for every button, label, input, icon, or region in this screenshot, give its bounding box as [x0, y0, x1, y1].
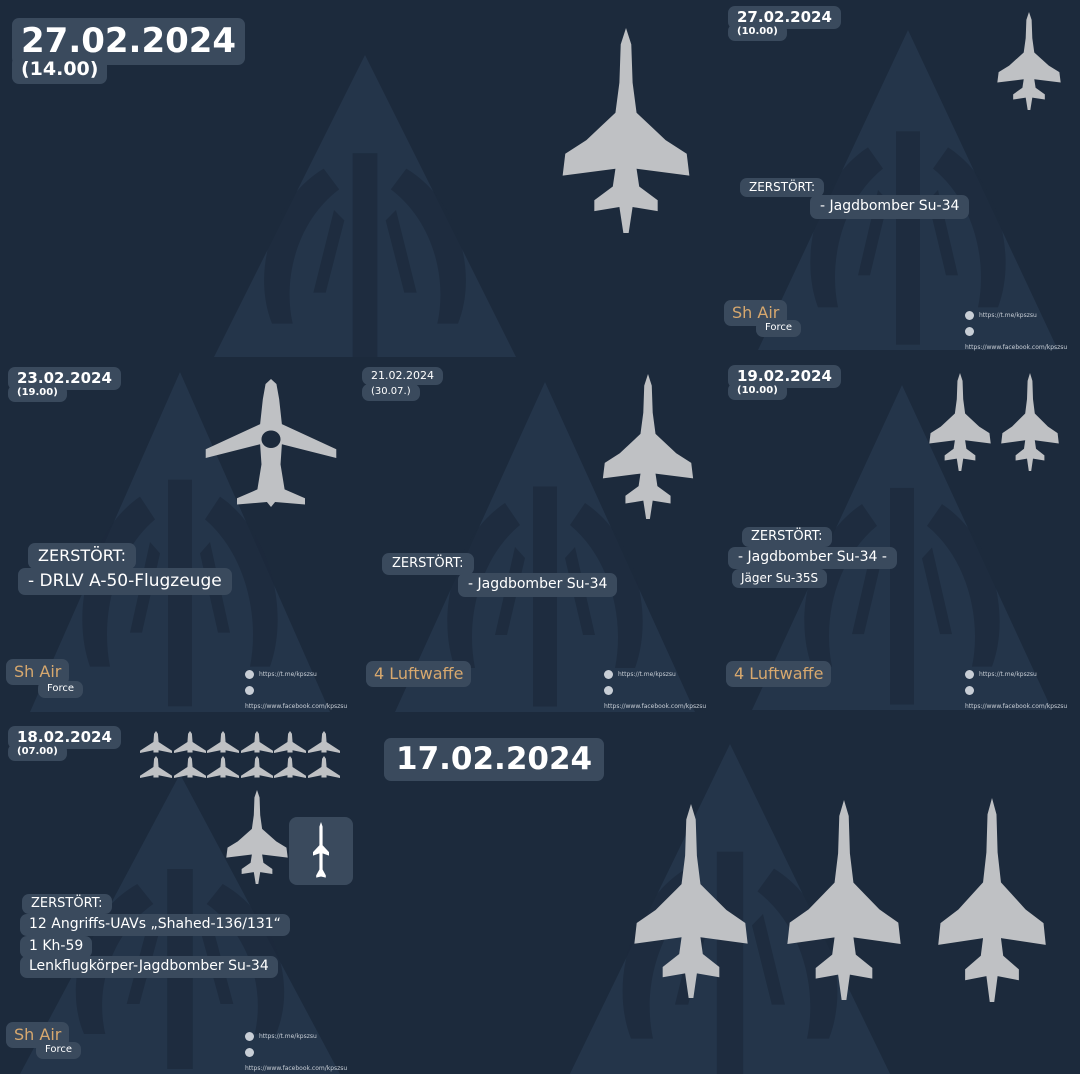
brand-bottom: Force — [38, 681, 84, 698]
fighter-jet-icon — [1001, 373, 1059, 471]
destroyed-item: 12 Angriffs-UAVs „Shahed-136/131“ — [20, 914, 290, 936]
shahed-drone-icon — [207, 756, 239, 778]
facebook-icon — [245, 1048, 254, 1057]
telegram-link[interactable]: https://t.me/kpszsu — [979, 312, 1037, 319]
time-badge: (10.00) — [728, 24, 787, 41]
panel-23-02: 23.02.2024 (19.00) ZERSTÖRT: - DRLV A-50… — [0, 357, 360, 714]
facebook-icon — [245, 686, 254, 695]
brand-bottom: Force — [36, 1042, 82, 1059]
shahed-drone-icon — [240, 731, 273, 753]
facebook-link[interactable]: https://www.facebook.com/kpszsu — [245, 703, 348, 710]
telegram-icon — [965, 670, 974, 679]
date-badge: 23.02.2024 — [8, 367, 121, 390]
brand-top: 4 Luftwaffe — [366, 661, 472, 687]
destroyed-label: ZERSTÖRT: — [22, 894, 112, 915]
time-badge: (14.00) — [12, 56, 108, 84]
time-badge: (19.00) — [8, 385, 67, 402]
shahed-drone-icon — [207, 731, 239, 753]
shahed-drone-icon — [173, 756, 206, 778]
shahed-drone-icon — [140, 756, 172, 778]
social-links: https://t.me/kpszsu https://www.facebook… — [245, 667, 360, 714]
panel-21-02: 21.02.2024 (30.07.) ZERSTÖRT: - Jagdbomb… — [360, 357, 720, 714]
shahed-drone-icon — [140, 731, 172, 753]
shahed-drone-icon — [173, 731, 206, 753]
cruise-missile-icon — [313, 822, 329, 878]
missile-box — [289, 817, 353, 885]
shahed-drone-icon — [307, 756, 340, 778]
date-badge: 19.02.2024 — [728, 365, 841, 388]
air-force-emblem-watermark — [210, 55, 520, 357]
destroyed-item: - Jagdbomber Su-34 — [458, 573, 618, 597]
date-badge: 21.02.2024 — [362, 367, 443, 385]
time-badge: (30.07.) — [362, 384, 420, 401]
destroyed-item: - Jagdbomber Su-34 — [810, 195, 970, 219]
telegram-link[interactable]: https://t.me/kpszsu — [259, 671, 317, 678]
fighter-jet-icon — [562, 28, 690, 233]
facebook-icon — [965, 686, 974, 695]
brand-bottom: Force — [756, 320, 802, 337]
destroyed-item: 1 Kh-59 — [20, 936, 93, 958]
destroyed-item: - DRLV A-50-Flugzeuge — [18, 568, 232, 596]
destroyed-label: ZERSTÖRT: — [382, 553, 474, 576]
fighter-jet-icon — [938, 798, 1046, 1002]
fighter-jet-icon — [787, 800, 901, 1000]
telegram-icon — [245, 1032, 254, 1041]
telegram-icon — [604, 670, 613, 679]
date-badge: 17.02.2024 — [384, 738, 605, 781]
shahed-drone-icon — [274, 756, 306, 778]
panel-17-02: 17.02.2024 — [360, 714, 1080, 1074]
shahed-drone-icon — [240, 756, 273, 778]
time-badge: (07.00) — [8, 744, 67, 761]
telegram-link[interactable]: https://t.me/kpszsu — [618, 671, 676, 678]
brand-top: 4 Luftwaffe — [726, 661, 832, 687]
shahed-drone-icon — [274, 731, 306, 753]
social-links: https://t.me/kpszsu https://www.facebook… — [604, 667, 720, 714]
facebook-link[interactable]: https://www.facebook.com/kpszsu — [965, 344, 1068, 351]
destroyed-item: Lenkflugkörper-Jagdbomber Su-34 — [20, 956, 278, 978]
time-badge: (10.00) — [728, 383, 787, 400]
destroyed-label: ZERSTÖRT: — [740, 178, 825, 197]
telegram-icon — [965, 311, 974, 320]
telegram-link[interactable]: https://t.me/kpszsu — [259, 1033, 317, 1040]
date-badge: 27.02.2024 — [728, 6, 841, 29]
brand-top: Sh Air — [724, 300, 788, 326]
panel-18-02: 18.02.2024 (07.00) ZERSTÖRT: 12 Angriffs… — [0, 714, 360, 1074]
social-links: https://t.me/kpszsu https://www.facebook… — [965, 308, 1080, 356]
facebook-link[interactable]: https://www.facebook.com/kpszsu — [604, 703, 707, 710]
destroyed-item: - Jagdbomber Su-34 - — [728, 547, 897, 569]
facebook-icon — [604, 686, 613, 695]
fighter-jet-icon — [634, 804, 748, 998]
social-links: https://t.me/kpszsu https://www.facebook… — [245, 1029, 360, 1074]
telegram-icon — [245, 670, 254, 679]
fighter-jet-icon — [997, 12, 1061, 110]
panel-27-02-1400: 27.02.2024 (14.00) — [0, 0, 720, 357]
drone-grid — [140, 731, 340, 779]
fighter-jet-icon — [226, 790, 288, 884]
destroyed-label: ZERSTÖRT: — [28, 543, 137, 569]
fighter-jet-icon — [929, 373, 991, 471]
telegram-link[interactable]: https://t.me/kpszsu — [979, 671, 1037, 678]
shahed-drone-icon — [307, 731, 340, 753]
panel-27-02-1000: 27.02.2024 (10.00) ZERSTÖRT: - Jagdbombe… — [720, 0, 1080, 357]
destroyed-item: Jäger Su-35S — [732, 569, 828, 588]
social-links: https://t.me/kpszsu https://www.facebook… — [965, 667, 1080, 714]
facebook-link[interactable]: https://www.facebook.com/kpszsu — [965, 703, 1068, 710]
awacs-aircraft-icon — [205, 379, 337, 507]
panel-19-02: 19.02.2024 (10.00) ZERSTÖRT: - Jagdbombe… — [720, 357, 1080, 714]
facebook-icon — [965, 327, 974, 336]
facebook-link[interactable]: https://www.facebook.com/kpszsu — [245, 1065, 348, 1072]
brand-top: Sh Air — [6, 659, 70, 685]
date-badge: 18.02.2024 — [8, 726, 121, 749]
destroyed-label: ZERSTÖRT: — [742, 527, 832, 548]
fighter-jet-icon — [602, 374, 694, 519]
